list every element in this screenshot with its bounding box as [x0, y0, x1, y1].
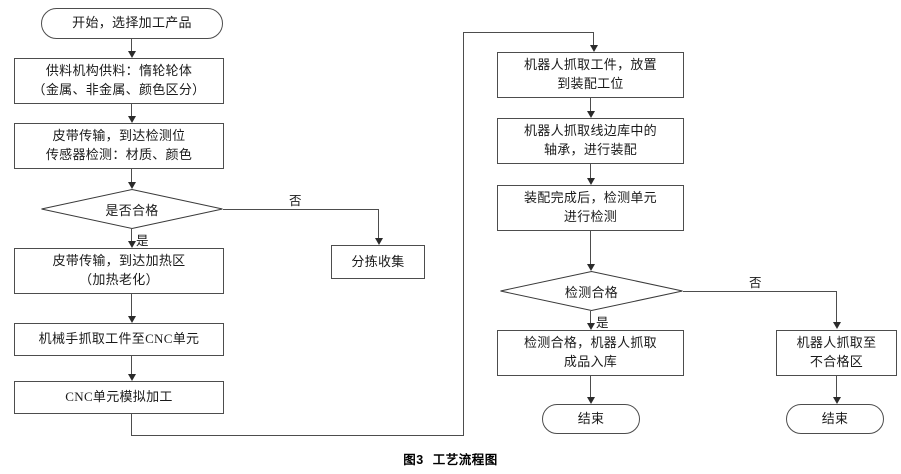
node-inspection-unit: 装配完成后，检测单元 进行检测 — [497, 185, 684, 231]
arrowhead-inspect-yes — [587, 323, 595, 330]
arrowhead-manipulator-to-cnc — [128, 374, 136, 381]
edge-label-qualified-yes: 是 — [136, 234, 149, 248]
node-end-reject: 结束 — [786, 404, 884, 434]
arrowhead-reject-to-end — [833, 397, 841, 404]
figure-caption-number: 图3 — [403, 453, 424, 467]
arrowhead-start-to-feeding — [128, 51, 136, 58]
arrowhead-store-to-end — [587, 397, 595, 404]
arrowhead-heat-to-manipulator — [128, 316, 136, 323]
figure-caption: 图3 工艺流程图 — [0, 449, 901, 468]
edge-cnc-loop-down — [131, 414, 132, 435]
edge-heat-to-manipulator — [131, 294, 132, 316]
node-robot-place-workpiece: 机器人抓取工件，放置 到装配工位 — [497, 52, 684, 98]
edge-reject-to-end — [836, 376, 837, 397]
arrowhead-inspect-no — [833, 322, 841, 329]
edge-cnc-loop-up — [463, 32, 464, 435]
arrowhead-decision-no — [375, 238, 383, 245]
arrowhead-loop-to-robot-place — [590, 45, 598, 52]
decision-is-qualified: 是否合格 — [41, 189, 223, 229]
edge-decision-no-vertical — [378, 209, 379, 238]
edge-label-inspect-no: 否 — [749, 276, 762, 290]
arrowhead-inspect-to-decision — [587, 264, 595, 271]
node-belt-to-detection: 皮带传输，到达检测位 传感器检测：材质、颜色 — [14, 123, 224, 169]
node-belt-to-heating: 皮带传输，到达加热区 （加热老化） — [14, 248, 224, 294]
arrowhead-place-to-bearing — [587, 111, 595, 118]
edge-loop-to-robot-place — [463, 32, 594, 33]
arrowhead-belt-to-decision — [128, 182, 136, 189]
edge-loop-down-to-robot-place — [593, 32, 594, 45]
node-sorting-collection: 分拣收集 — [331, 245, 425, 279]
node-feeding-mechanism: 供料机构供料：惰轮轮体 （金属、非金属、颜色区分） — [14, 58, 224, 104]
edge-feeding-to-belt — [131, 104, 132, 116]
edge-bearing-to-inspect — [590, 164, 591, 178]
edge-store-to-end — [590, 376, 591, 397]
figure-caption-text: 工艺流程图 — [432, 453, 498, 467]
node-start: 开始，选择加工产品 — [41, 8, 223, 39]
node-qualified-to-warehouse: 检测合格，机器人抓取 成品入库 — [497, 330, 684, 376]
node-manipulator-to-cnc: 机械手抓取工件至CNC单元 — [14, 323, 224, 356]
node-cnc-processing: CNC单元模拟加工 — [14, 381, 224, 414]
edge-start-to-feeding — [131, 39, 132, 51]
arrowhead-feeding-to-belt — [128, 116, 136, 123]
decision-inspection-passed-label: 检测合格 — [564, 284, 619, 300]
edge-inspect-no-horizontal — [683, 291, 836, 292]
edge-inspect-to-decision — [590, 231, 591, 264]
arrowhead-bearing-to-inspect — [587, 178, 595, 185]
node-end-main: 结束 — [542, 404, 640, 434]
edge-cnc-loop-right — [131, 435, 464, 436]
node-robot-grab-bearing: 机器人抓取线边库中的 轴承，进行装配 — [497, 118, 684, 164]
edge-place-to-bearing — [590, 98, 591, 111]
edge-belt-to-decision — [131, 169, 132, 182]
edge-inspect-yes — [590, 311, 591, 323]
decision-inspection-passed: 检测合格 — [500, 271, 683, 311]
node-robot-to-reject-area: 机器人抓取至 不合格区 — [776, 330, 897, 376]
edge-inspect-no-vertical — [836, 291, 837, 322]
edge-decision-no-horizontal — [223, 209, 378, 210]
arrowhead-decision-yes — [128, 241, 136, 248]
edge-label-inspect-yes: 是 — [596, 316, 609, 330]
edge-label-qualified-no: 否 — [289, 194, 302, 208]
decision-is-qualified-label: 是否合格 — [105, 202, 159, 218]
edge-manipulator-to-cnc — [131, 356, 132, 374]
edge-decision-yes — [131, 229, 132, 241]
